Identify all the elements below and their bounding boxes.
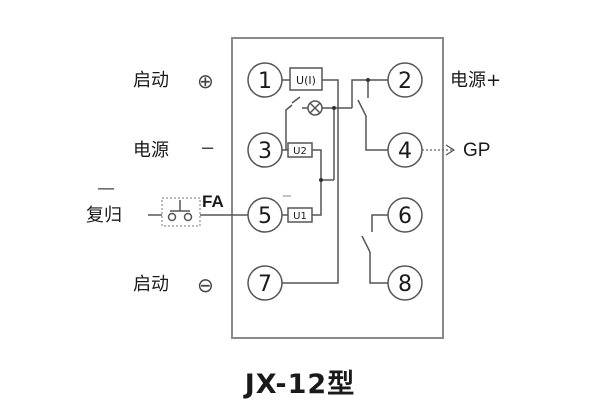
u2-label: U2 [293, 146, 307, 157]
terminal-5-number: 5 [258, 204, 272, 229]
terminal-4-number: 4 [398, 139, 412, 164]
label-power-negative: 电源 [133, 140, 169, 161]
terminal-1-number: 1 [258, 69, 272, 94]
terminal-6-number: 6 [398, 204, 412, 229]
positive-symbol-icon: ⊕ [197, 69, 214, 93]
terminal-2-number: 2 [398, 69, 412, 94]
u-i-box [289, 67, 323, 91]
terminal-8-number: 8 [398, 272, 412, 297]
terminal-7-number: 7 [258, 272, 272, 297]
u-i-label: U(I) [296, 74, 316, 87]
fa-switch-box [161, 197, 201, 227]
minus-symbol-icon: − [200, 138, 216, 159]
reset-overbar: — [97, 178, 115, 199]
label-reset: 复归 [86, 205, 122, 226]
label-power-positive: 电源+ [450, 70, 502, 91]
label-start-negative: 启动 [133, 274, 169, 295]
label-fa: FA [202, 192, 224, 211]
negative-symbol-icon: ⊖ [197, 273, 214, 297]
u1-label: U1 [293, 211, 307, 222]
model-title: JX-12型 [244, 369, 356, 400]
relay-frame [231, 37, 444, 339]
terminal-3-number: 3 [258, 139, 272, 164]
label-gp: GP [463, 140, 491, 161]
label-start-positive: 启动 [133, 70, 169, 91]
